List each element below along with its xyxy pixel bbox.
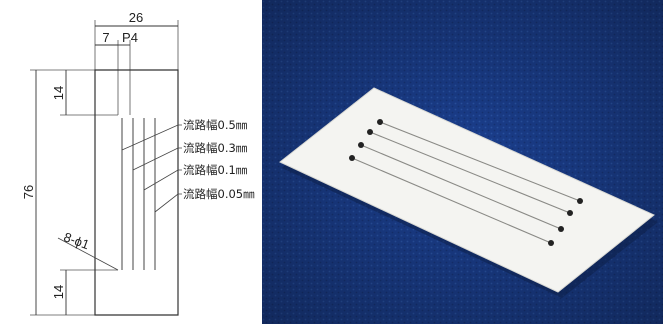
dimension-lines — [35, 25, 178, 315]
dim-top-margin: 14 — [51, 86, 66, 100]
technical-drawing: 26 7 P4 14 76 14 8-ϕ1 流路幅0.5㎜ 流路幅0.3㎜ 流路… — [21, 10, 255, 316]
channel-label-0-3mm: 流路幅0.3㎜ — [183, 141, 248, 155]
dim-bottom-margin: 14 — [51, 285, 66, 299]
product-photo — [262, 0, 663, 324]
dim-offset: 7 — [102, 30, 109, 45]
dim-overall-width: 26 — [129, 10, 143, 25]
extension-lines — [30, 20, 179, 316]
dim-height: 76 — [21, 185, 36, 199]
leader-lines — [57, 124, 182, 271]
slide-outline — [94, 69, 179, 316]
chip-holes — [349, 119, 583, 246]
channel-label-0-05mm: 流路幅0.05㎜ — [183, 187, 255, 201]
dim-holes: 8-ϕ1 — [62, 229, 92, 252]
channels — [121, 118, 156, 270]
chip-channels — [351, 121, 581, 244]
channel-label-0-1mm: 流路幅0.1㎜ — [183, 163, 248, 177]
channel-label-0-5mm: 流路幅0.5㎜ — [183, 118, 248, 132]
dim-pitch: P4 — [122, 30, 138, 45]
